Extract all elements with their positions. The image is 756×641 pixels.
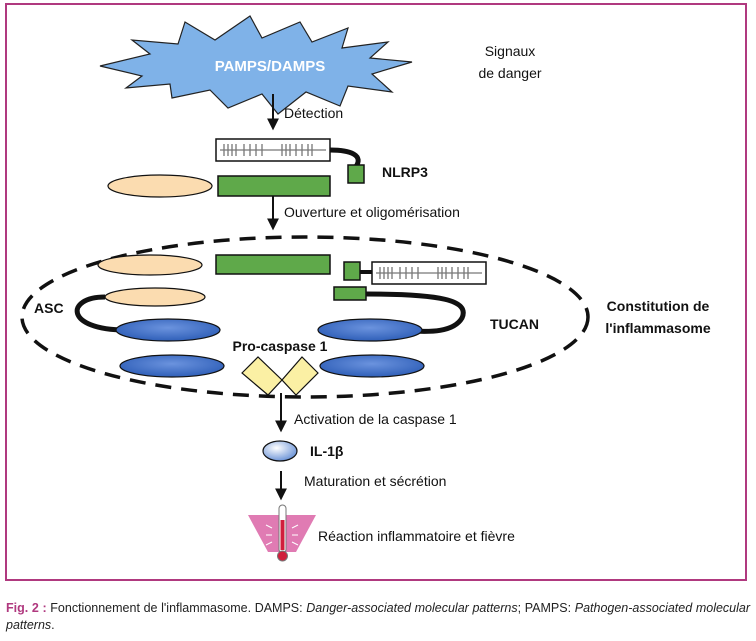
- il1b-label: IL-1β: [310, 443, 344, 459]
- caption-text-3: .: [51, 618, 55, 632]
- inflammasome-complex: [74, 254, 487, 396]
- oligomerisation-label: Ouverture et oligomérisation: [284, 204, 460, 220]
- pamps-label: PAMPS/DAMPS: [215, 58, 326, 75]
- constitution-label-line2: l'inflammasome: [605, 320, 710, 336]
- procaspase-label: Pro-caspase 1: [233, 338, 328, 354]
- activation-label: Activation de la caspase 1: [294, 411, 457, 427]
- maturation-label: Maturation et sécrétion: [304, 473, 446, 489]
- detection-label: Détection: [284, 105, 343, 121]
- reaction-label: Réaction inflammatoire et fièvre: [318, 528, 515, 544]
- lrr-repeats-icon: [220, 144, 326, 156]
- pamps-starburst-shape: [99, 15, 413, 115]
- danger-signals-label-line2: de danger: [478, 65, 541, 81]
- caption-text-2: ; PAMPS:: [517, 601, 575, 615]
- nlrp3-label: NLRP3: [382, 164, 428, 180]
- inflammasome-boundary: [20, 235, 590, 399]
- asc-label: ASC: [34, 300, 64, 316]
- nlrp3-inactive: [107, 138, 365, 198]
- caption-italic-1: Danger-associated molecular patterns: [306, 601, 518, 615]
- thermometer-icon: [248, 504, 316, 562]
- constitution-label-line1: Constitution de: [607, 298, 710, 314]
- caption-text-1: Fonctionnement de l'inflammasome. DAMPS:: [46, 601, 307, 615]
- caption-fig-label: Fig. 2 :: [6, 601, 47, 615]
- figure-caption: Fig. 2 : Fonctionnement de l'inflammasom…: [6, 600, 750, 634]
- figure-frame: [5, 3, 747, 581]
- danger-signals-label-line1: Signaux: [485, 43, 536, 59]
- il1b-molecule: [262, 440, 298, 462]
- tucan-label: TUCAN: [490, 316, 539, 332]
- caption-italic-2: Pathogen-associated molecular patterns: [6, 601, 751, 632]
- inflammasome-diagram: PAMPS/DAMPS Signaux de danger Détection …: [20, 15, 711, 562]
